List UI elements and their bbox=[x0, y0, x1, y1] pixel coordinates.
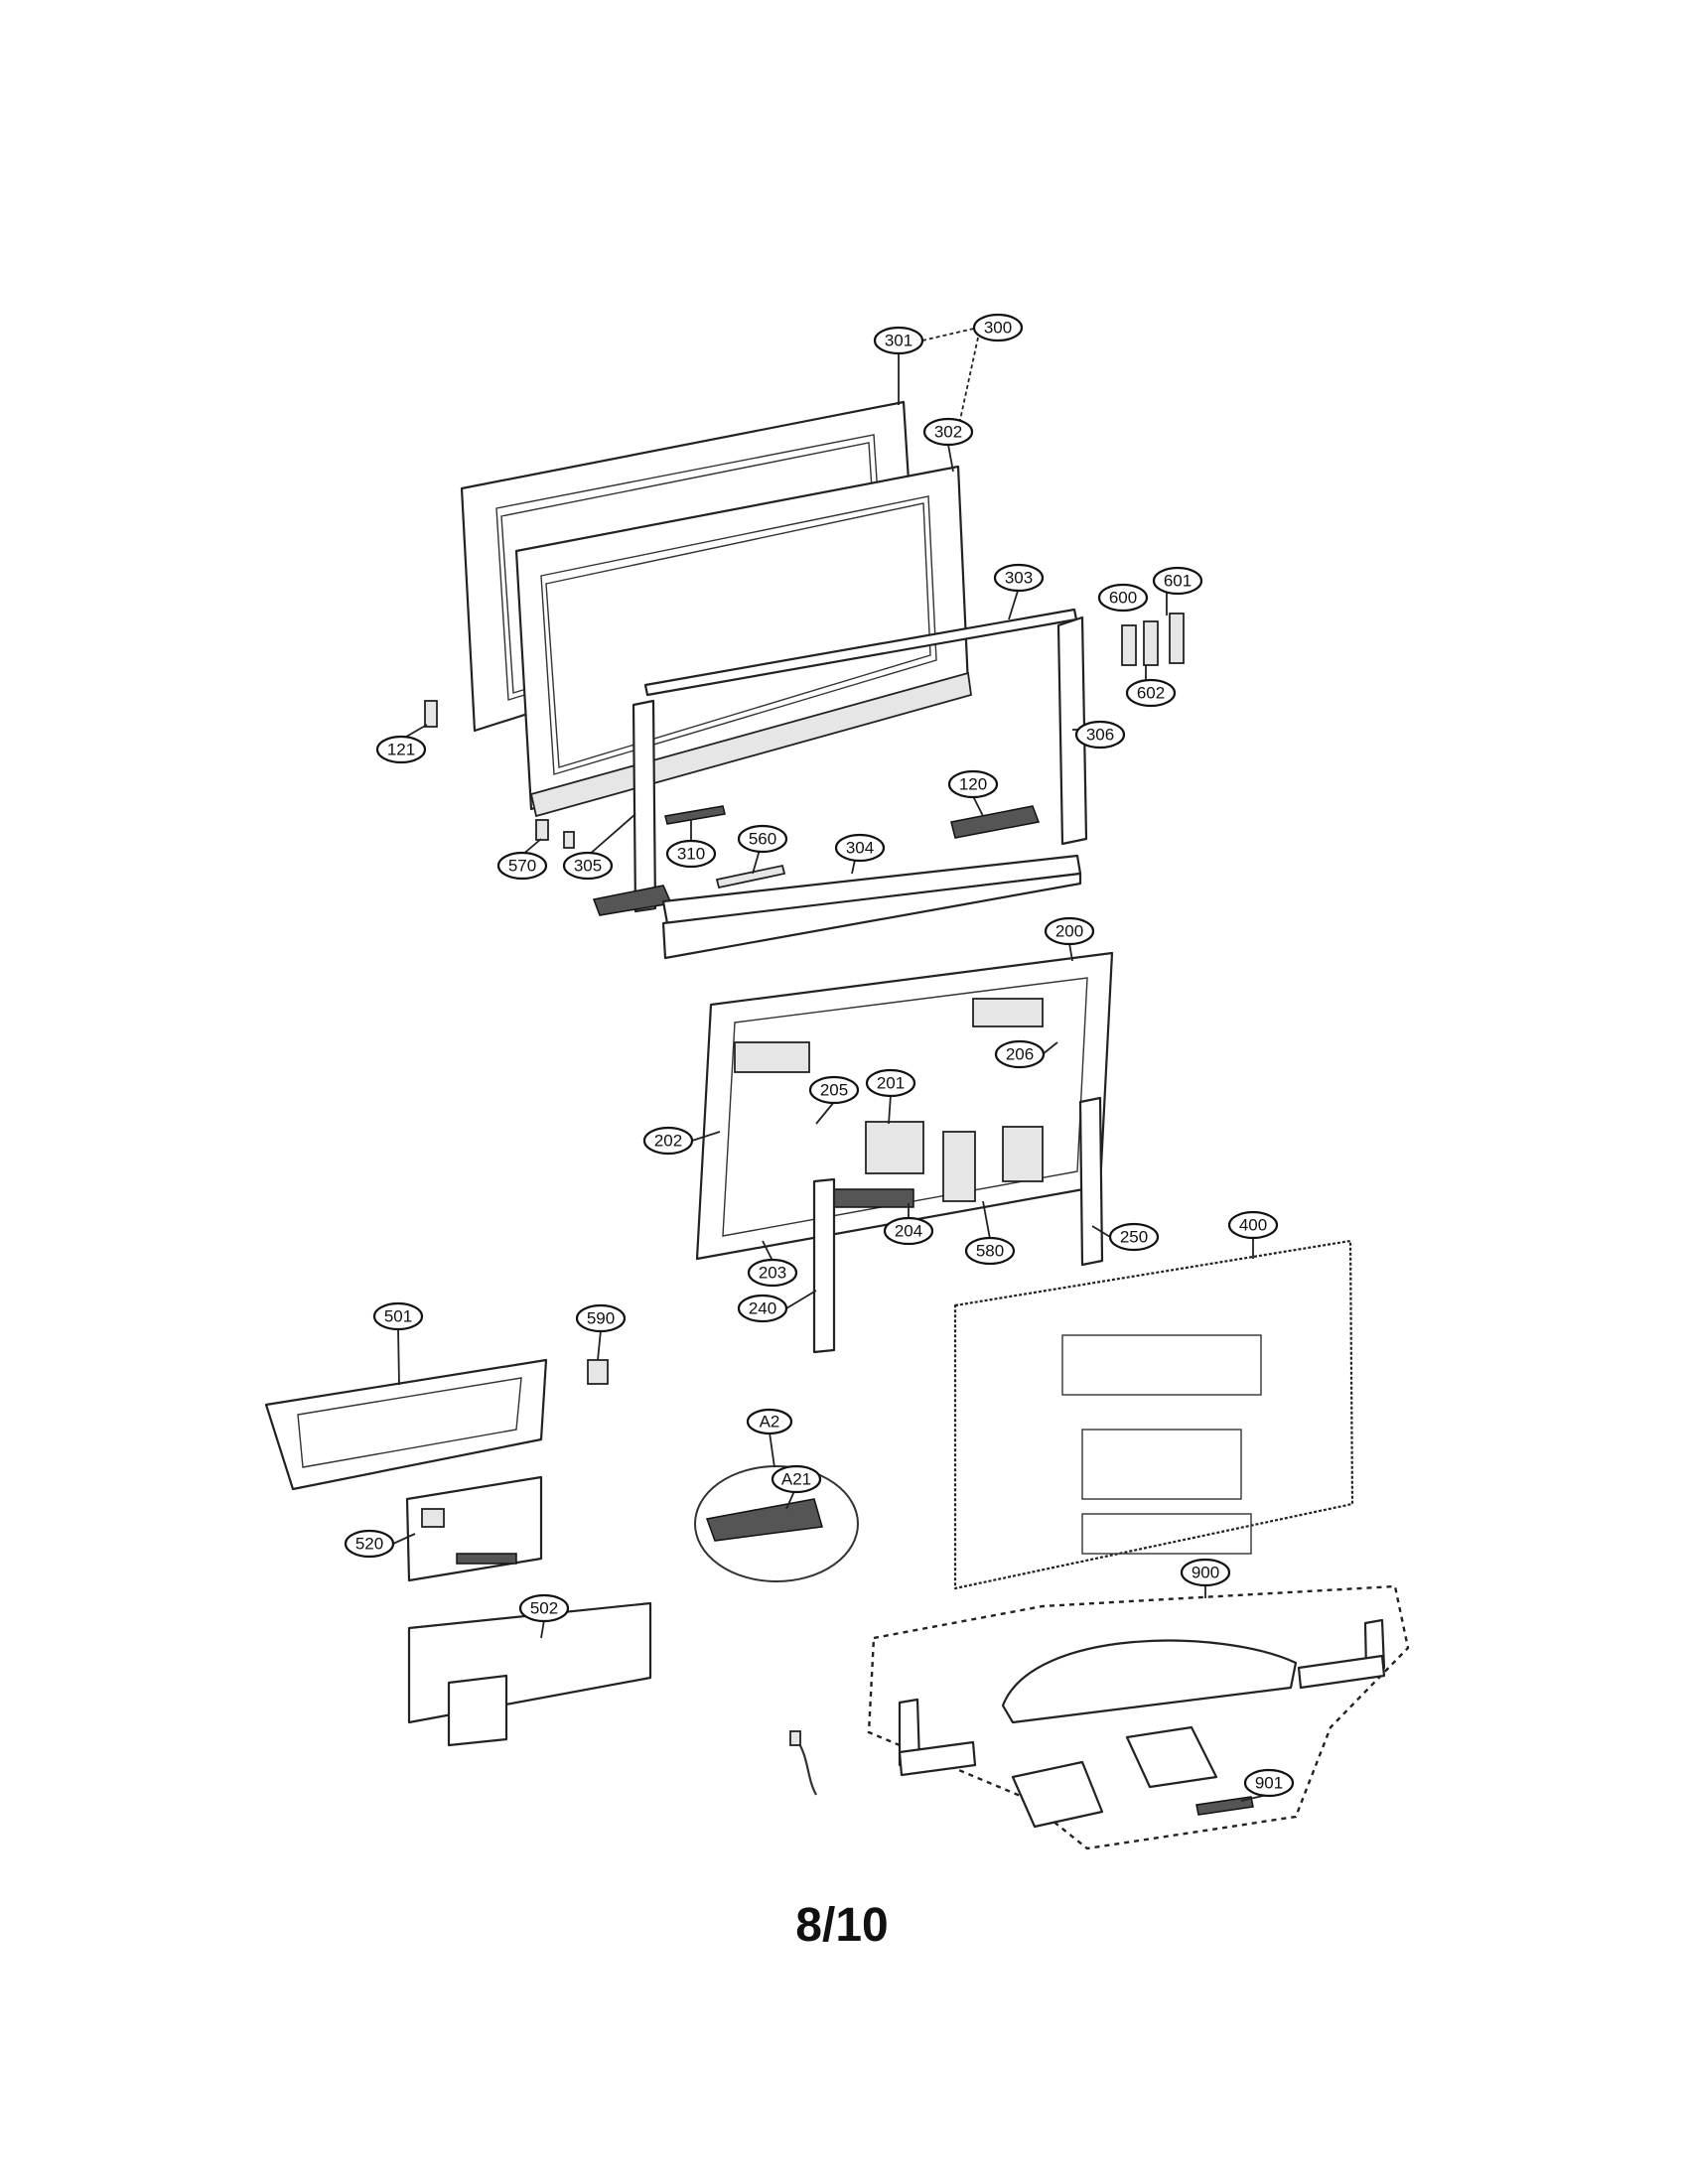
board-240 bbox=[812, 1177, 836, 1354]
shield-501 bbox=[264, 1358, 548, 1491]
back-cover-400 bbox=[953, 1239, 1354, 1590]
callouts: 300 301 302 303 600 601 602 121 306 120 … bbox=[344, 313, 1295, 1798]
svg-text:201: 201 bbox=[877, 1074, 905, 1093]
left-bracket-305 bbox=[592, 699, 673, 916]
svg-text:400: 400 bbox=[1239, 1216, 1267, 1235]
svg-text:200: 200 bbox=[1055, 922, 1083, 941]
svg-text:306: 306 bbox=[1086, 726, 1114, 745]
callout-200: 200 bbox=[1044, 916, 1095, 946]
callout-502: 502 bbox=[518, 1593, 570, 1623]
speaker-120 bbox=[950, 805, 1041, 839]
part-600 bbox=[1121, 624, 1137, 666]
stand-assembly-900 bbox=[867, 1584, 1410, 1850]
bottom-bracket-304 bbox=[661, 854, 1082, 960]
part-602 bbox=[1143, 620, 1159, 666]
leader-lines bbox=[392, 327, 1268, 1802]
svg-text:502: 502 bbox=[530, 1599, 558, 1618]
svg-text:A2: A2 bbox=[760, 1413, 780, 1432]
cable bbox=[789, 1730, 817, 1796]
svg-text:520: 520 bbox=[355, 1535, 383, 1554]
callout-306: 306 bbox=[1074, 720, 1126, 750]
callout-206: 206 bbox=[994, 1039, 1046, 1069]
callout-501: 501 bbox=[372, 1301, 424, 1331]
svg-text:121: 121 bbox=[387, 741, 415, 759]
svg-text:300: 300 bbox=[984, 319, 1012, 338]
part-590 bbox=[587, 1359, 609, 1385]
side-bracket-306 bbox=[1056, 615, 1088, 846]
cover-502 bbox=[407, 1601, 652, 1747]
svg-text:900: 900 bbox=[1192, 1564, 1219, 1582]
callout-201: 201 bbox=[865, 1068, 916, 1098]
svg-text:240: 240 bbox=[749, 1299, 776, 1318]
callout-900: 900 bbox=[1180, 1558, 1231, 1587]
svg-text:120: 120 bbox=[959, 775, 987, 794]
callout-250: 250 bbox=[1108, 1222, 1160, 1252]
callout-301: 301 bbox=[873, 326, 924, 355]
svg-text:590: 590 bbox=[587, 1309, 615, 1328]
svg-text:205: 205 bbox=[820, 1081, 848, 1100]
callout-310: 310 bbox=[665, 839, 717, 869]
callout-560: 560 bbox=[737, 824, 788, 854]
callout-203: 203 bbox=[747, 1258, 798, 1288]
assembly-a2 bbox=[694, 1465, 859, 1582]
callout-121: 121 bbox=[375, 735, 427, 764]
svg-text:601: 601 bbox=[1164, 572, 1192, 591]
svg-text:304: 304 bbox=[846, 839, 874, 858]
svg-text:303: 303 bbox=[1005, 569, 1033, 588]
svg-text:580: 580 bbox=[976, 1242, 1004, 1261]
part-601 bbox=[1169, 613, 1185, 664]
callout-205: 205 bbox=[808, 1075, 860, 1105]
callout-520: 520 bbox=[344, 1529, 395, 1559]
clip-121 bbox=[424, 700, 438, 728]
callout-600: 600 bbox=[1097, 583, 1149, 613]
svg-text:206: 206 bbox=[1006, 1045, 1034, 1064]
board-520 bbox=[405, 1475, 543, 1582]
callout-A21: A21 bbox=[771, 1464, 822, 1494]
svg-text:301: 301 bbox=[885, 332, 912, 350]
callout-202: 202 bbox=[642, 1126, 694, 1156]
callout-602: 602 bbox=[1125, 678, 1177, 708]
svg-text:250: 250 bbox=[1120, 1228, 1148, 1247]
callout-400: 400 bbox=[1227, 1210, 1279, 1240]
svg-text:203: 203 bbox=[759, 1264, 786, 1283]
bar-560 bbox=[715, 864, 786, 889]
callout-570: 570 bbox=[496, 851, 548, 881]
svg-text:202: 202 bbox=[654, 1132, 682, 1151]
board-250 bbox=[1078, 1096, 1104, 1267]
svg-text:602: 602 bbox=[1137, 684, 1165, 703]
clip-570 bbox=[535, 819, 575, 849]
callout-204: 204 bbox=[883, 1216, 934, 1246]
svg-text:204: 204 bbox=[895, 1222, 922, 1241]
page-number: 8/10 bbox=[795, 1899, 889, 1952]
svg-text:901: 901 bbox=[1255, 1774, 1283, 1793]
callout-601: 601 bbox=[1152, 566, 1203, 596]
panel-200 bbox=[695, 951, 1114, 1261]
svg-text:310: 310 bbox=[677, 845, 705, 864]
callout-302: 302 bbox=[922, 417, 974, 447]
callout-120: 120 bbox=[947, 769, 999, 799]
svg-text:A21: A21 bbox=[781, 1470, 811, 1489]
callout-580: 580 bbox=[964, 1236, 1016, 1266]
svg-text:305: 305 bbox=[574, 857, 602, 876]
callout-590: 590 bbox=[575, 1303, 627, 1333]
svg-text:600: 600 bbox=[1109, 589, 1137, 608]
callout-A2: A2 bbox=[746, 1408, 793, 1435]
callout-300: 300 bbox=[972, 313, 1024, 342]
callout-305: 305 bbox=[562, 851, 614, 881]
callout-303: 303 bbox=[993, 563, 1045, 593]
svg-text:570: 570 bbox=[508, 857, 536, 876]
callout-901: 901 bbox=[1243, 1768, 1295, 1798]
bar-310 bbox=[664, 805, 726, 825]
svg-text:560: 560 bbox=[749, 830, 776, 849]
svg-text:302: 302 bbox=[934, 423, 962, 442]
callout-240: 240 bbox=[737, 1294, 788, 1323]
svg-text:501: 501 bbox=[384, 1307, 412, 1326]
callout-304: 304 bbox=[834, 833, 886, 863]
